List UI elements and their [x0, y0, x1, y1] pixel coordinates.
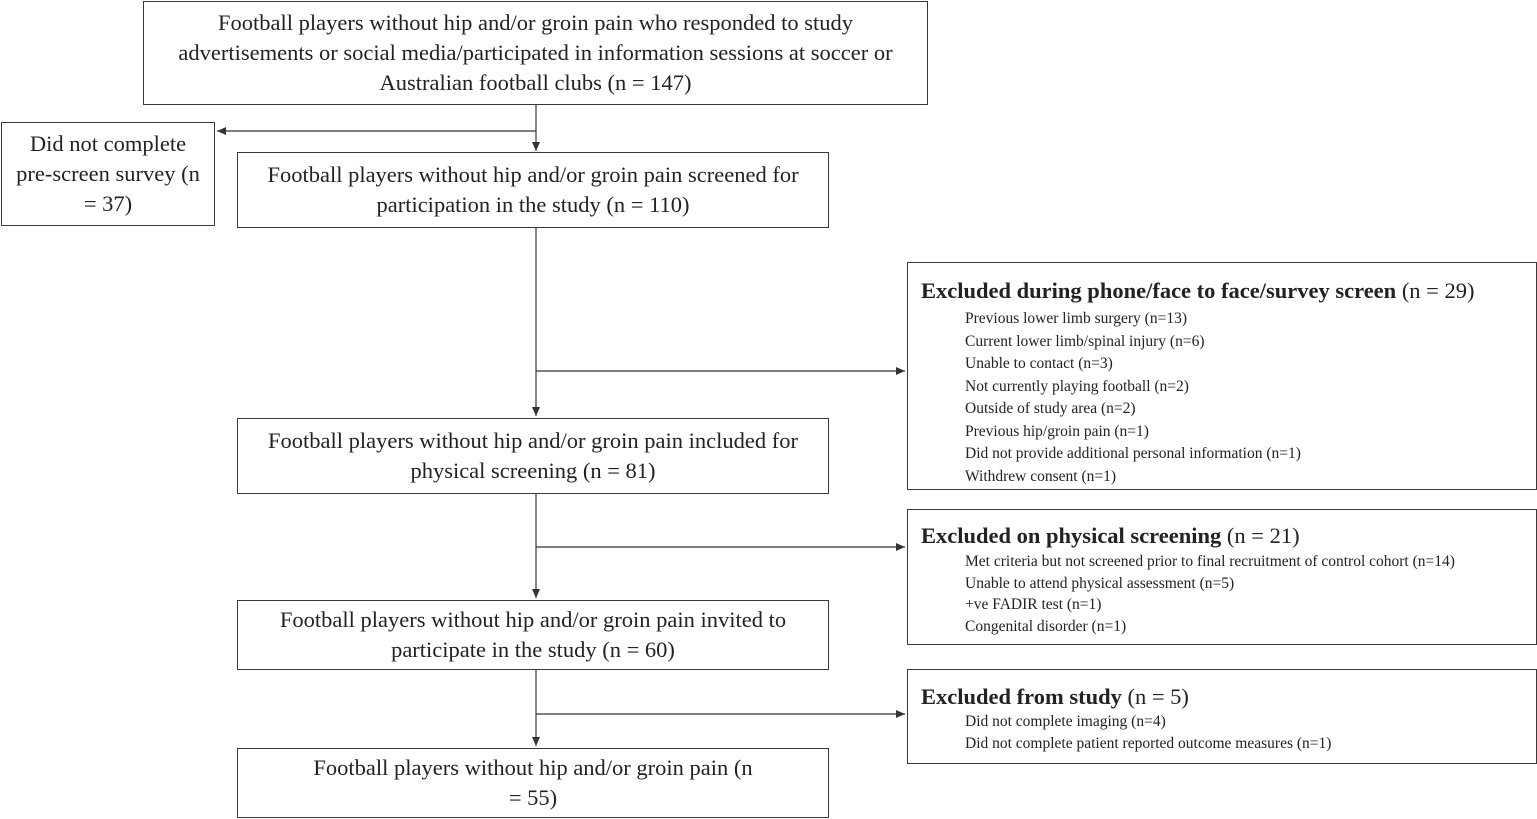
final-text: Football players without hip and/or groi… [313, 755, 753, 810]
screened-box: Football players without hip and/or groi… [237, 152, 829, 228]
list-item: Outside of study area (n=2) [965, 400, 1136, 417]
screened-text: Football players without hip and/or groi… [267, 162, 799, 217]
final-box: Football players without hip and/or groi… [237, 748, 829, 818]
exclusion-reasons-list: Did not complete imaging (n=4) Did not c… [921, 711, 1536, 754]
physical-screening-box: Football players without hip and/or groi… [237, 418, 829, 494]
exclusion-heading: Excluded on physical screening (n = 21) [921, 522, 1536, 550]
exclusion-box-survey-screen: Excluded during phone/face to face/surve… [907, 262, 1537, 490]
list-item: Did not complete imaging (n=4) [965, 713, 1166, 730]
not-completed-text: Did not complete pre-screen survey (n = … [16, 131, 200, 216]
list-item: Previous lower limb surgery (n=13) [965, 310, 1187, 327]
exclusion-heading: Excluded from study (n = 5) [921, 683, 1536, 711]
not-completed-box: Did not complete pre-screen survey (n = … [1, 122, 215, 226]
responded-text: Football players without hip and/or groi… [178, 10, 893, 95]
exclusion-box-physical-screening: Excluded on physical screening (n = 21) … [907, 509, 1537, 645]
list-item: Previous hip/groin pain (n=1) [965, 422, 1149, 440]
list-item: Current lower limb/spinal injury (n=6) [965, 332, 1205, 350]
exclusion-title: Excluded from study [921, 684, 1122, 709]
list-item: Withdrew consent (n=1) [965, 467, 1117, 485]
invited-box: Football players without hip and/or groi… [237, 600, 829, 670]
physical-screening-text: Football players without hip and/or groi… [268, 428, 798, 483]
responded-box: Football players without hip and/or groi… [143, 1, 928, 105]
list-item: +ve FADIR test (n=1) [965, 596, 1102, 613]
list-item: Not currently playing football (n=2) [965, 377, 1189, 395]
exclusion-title: Excluded on physical screening [921, 523, 1222, 548]
list-item: Did not provide additional personal info… [965, 445, 1301, 462]
list-item: Met criteria but not screened prior to f… [965, 553, 1455, 570]
list-item: Unable to attend physical assessment (n=… [965, 574, 1235, 592]
list-item: Did not complete patient reported outcom… [965, 734, 1332, 752]
invited-text: Football players without hip and/or groi… [279, 607, 787, 662]
exclusion-count: (n = 21) [1226, 523, 1300, 548]
exclusion-count: (n = 5) [1127, 684, 1189, 709]
exclusion-title: Excluded during phone/face to face/surve… [921, 278, 1397, 303]
list-item: Unable to contact (n=3) [965, 355, 1113, 372]
exclusion-count: (n = 29) [1401, 278, 1475, 303]
exclusion-heading: Excluded during phone/face to face/surve… [921, 277, 1536, 305]
list-item: Congenital disorder (n=1) [965, 617, 1127, 635]
exclusion-box-from-study: Excluded from study (n = 5) Did not comp… [907, 669, 1537, 764]
exclusion-reasons-list: Met criteria but not screened prior to f… [921, 551, 1536, 637]
exclusion-reasons-list: Previous lower limb surgery (n=13) Curre… [921, 308, 1536, 488]
